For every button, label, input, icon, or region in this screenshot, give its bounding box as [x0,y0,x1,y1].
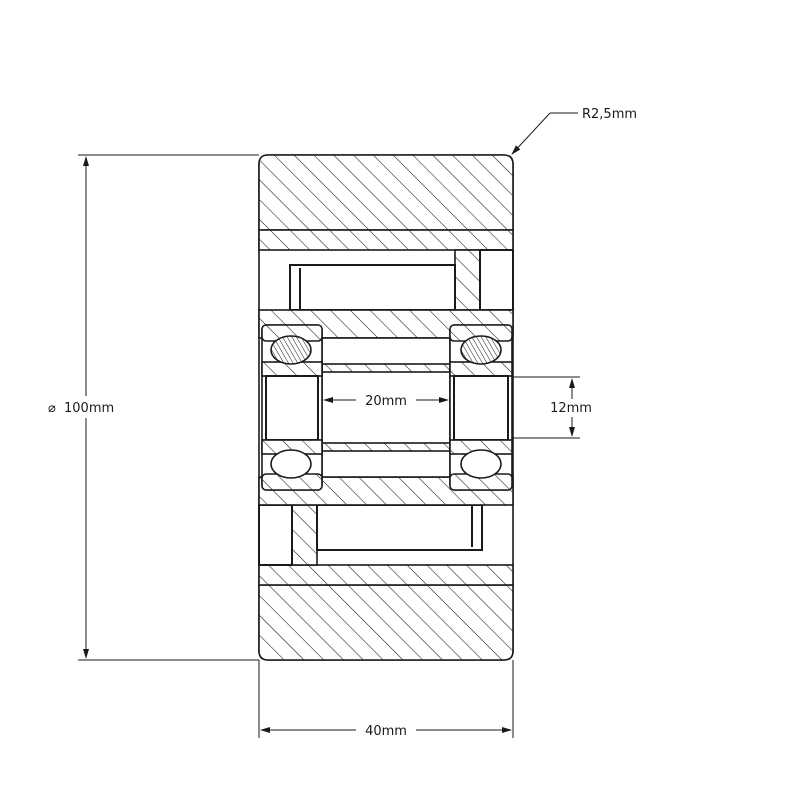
rim-band-bottom [258,564,514,586]
bearing-left [261,324,323,491]
bearing-width-dimension: 12mm [512,376,596,439]
radius-leader: R2,5mm [511,107,637,155]
tread-bottom [258,584,514,661]
diameter-dimension: ⌀ 100mm [44,154,259,661]
bore-dimension: 20mm [323,391,449,409]
rim-band-top [258,229,514,251]
tread-top [258,154,514,231]
bearing-width-label: 12mm [550,401,592,416]
radius-label: R2,5mm [582,107,637,122]
width-dimension: 40mm [258,660,514,740]
bore-label: 20mm [365,394,407,409]
diameter-symbol: ⌀ [48,401,56,416]
width-label: 40mm [365,724,407,739]
diameter-label: 100mm [64,401,114,416]
bearing-right [449,324,513,491]
